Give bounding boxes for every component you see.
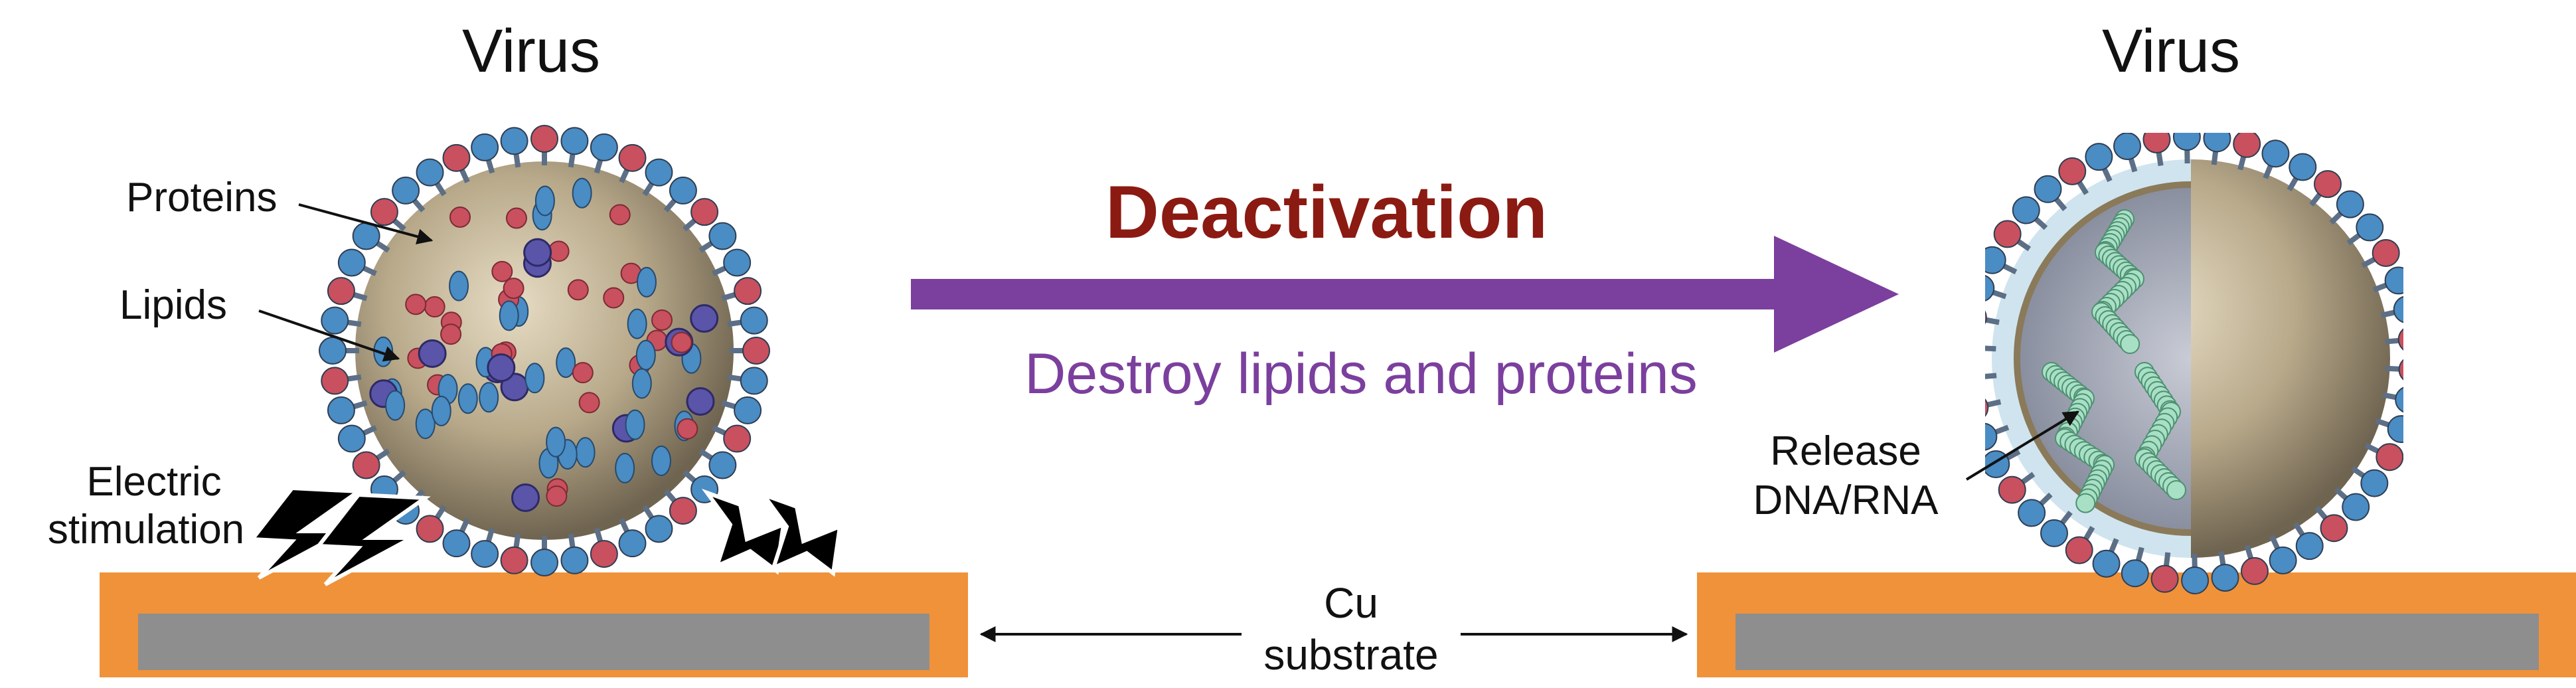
proteins-label: Proteins [126,175,277,220]
right-cu-substrate [1697,572,2576,677]
right-virus-title: Virus [2102,17,2240,85]
deactivation-heading: Deactivation [1105,171,1548,254]
deactivation-arrow [911,236,1899,353]
electric-stimulation-label-line2: stimulation [48,507,244,553]
release-pointer [1965,410,2080,481]
virus-particle-icon [319,125,770,576]
virus-cutaway-icon [1985,133,2403,594]
release-label-line1: Release [1770,428,1921,474]
lightning-bolt-icon [758,490,843,577]
lipids-label: Lipids [120,282,227,328]
lightning-bolt-icon [248,485,364,580]
release-label-line2: DNA/RNA [1753,477,1939,523]
electric-stimulation-label-line1: Electric [86,459,221,505]
lightning-bolt-icon [701,488,786,575]
substrate-label-line1: Cu [1324,579,1378,627]
lipids-pointer [258,309,400,362]
lightning-bolt-icon [315,492,431,586]
left-virus-title: Virus [462,17,600,85]
left-cu-substrate [100,572,968,677]
substrate-label-line2: substrate [1263,631,1438,679]
destroy-subheading: Destroy lipids and proteins [1024,342,1697,406]
proteins-pointer [298,203,434,244]
